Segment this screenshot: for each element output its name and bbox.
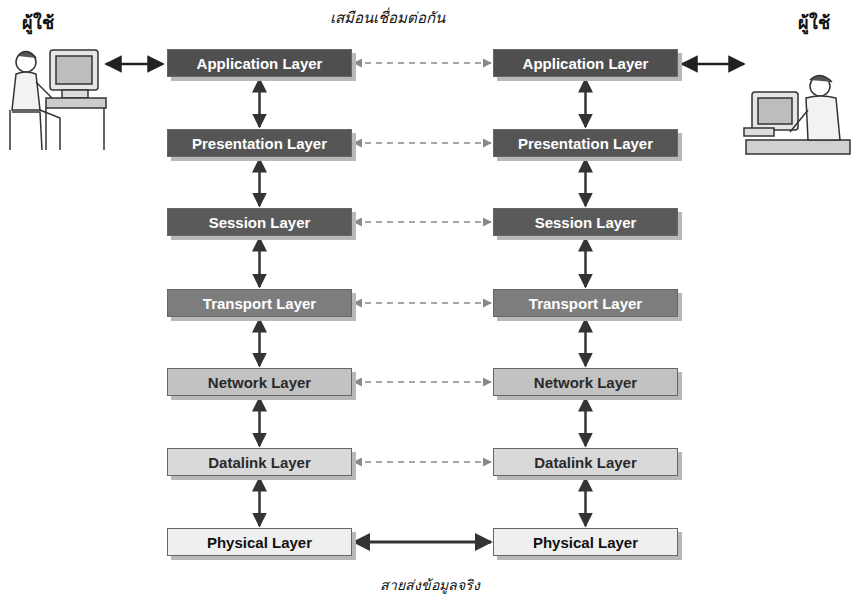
layer-box: Physical Layer <box>493 528 678 556</box>
caption-note: เสมือนเชื่อมต่อกัน <box>330 6 445 30</box>
layer-name: Datalink Layer <box>208 454 311 471</box>
layer-box: Transport Layer <box>167 289 352 317</box>
layer-link <box>258 478 261 526</box>
layer-box: Presentation Layer <box>493 129 678 157</box>
layer-box: Session Layer <box>493 208 678 236</box>
layer-box: Presentation Layer <box>167 129 352 157</box>
layer-link <box>584 159 587 206</box>
layer-name: Network Layer <box>208 374 311 391</box>
user-arrow <box>682 63 744 66</box>
layer-name: Network Layer <box>534 374 637 391</box>
layer-link <box>584 79 587 127</box>
peer-link <box>354 221 491 223</box>
user-label: ผู้ใช้ <box>22 8 54 37</box>
layer-name: Application Layer <box>197 55 323 72</box>
layer-name: Physical Layer <box>207 534 312 551</box>
layer-name: Transport Layer <box>529 295 642 312</box>
layer-name: Application Layer <box>523 55 649 72</box>
layer-name: Presentation Layer <box>192 135 327 152</box>
layer-link <box>584 478 587 526</box>
layer-name: Transport Layer <box>203 295 316 312</box>
peer-link <box>354 62 491 64</box>
layer-link <box>584 319 587 366</box>
layer-link <box>584 398 587 446</box>
layer-box: Datalink Layer <box>167 448 352 476</box>
user-label: ผู้ใช้ <box>798 8 830 37</box>
layer-name: Datalink Layer <box>534 454 637 471</box>
layer-link <box>258 238 261 287</box>
layer-box: Network Layer <box>493 368 678 396</box>
layer-link <box>584 238 587 287</box>
caption-note: สายส่งข้อมูลจริง <box>380 574 480 596</box>
user-arrow <box>106 63 163 66</box>
layer-name: Presentation Layer <box>518 135 653 152</box>
peer-link <box>354 381 491 383</box>
user-figure <box>744 75 850 154</box>
layer-box: Application Layer <box>493 49 678 77</box>
layer-name: Session Layer <box>535 214 637 231</box>
layer-link <box>258 159 261 206</box>
user-figure <box>10 50 106 150</box>
peer-link <box>354 461 491 463</box>
layer-box: Application Layer <box>167 49 352 77</box>
layer-box: Physical Layer <box>167 528 352 556</box>
peer-link <box>354 302 491 304</box>
layer-box: Network Layer <box>167 368 352 396</box>
layer-name: Physical Layer <box>533 534 638 551</box>
layer-link <box>258 398 261 446</box>
layer-link <box>258 319 261 366</box>
layer-box: Session Layer <box>167 208 352 236</box>
layer-box: Transport Layer <box>493 289 678 317</box>
layer-link <box>258 79 261 127</box>
layer-name: Session Layer <box>209 214 311 231</box>
layer-box: Datalink Layer <box>493 448 678 476</box>
peer-link <box>354 541 491 544</box>
peer-link <box>354 142 491 144</box>
